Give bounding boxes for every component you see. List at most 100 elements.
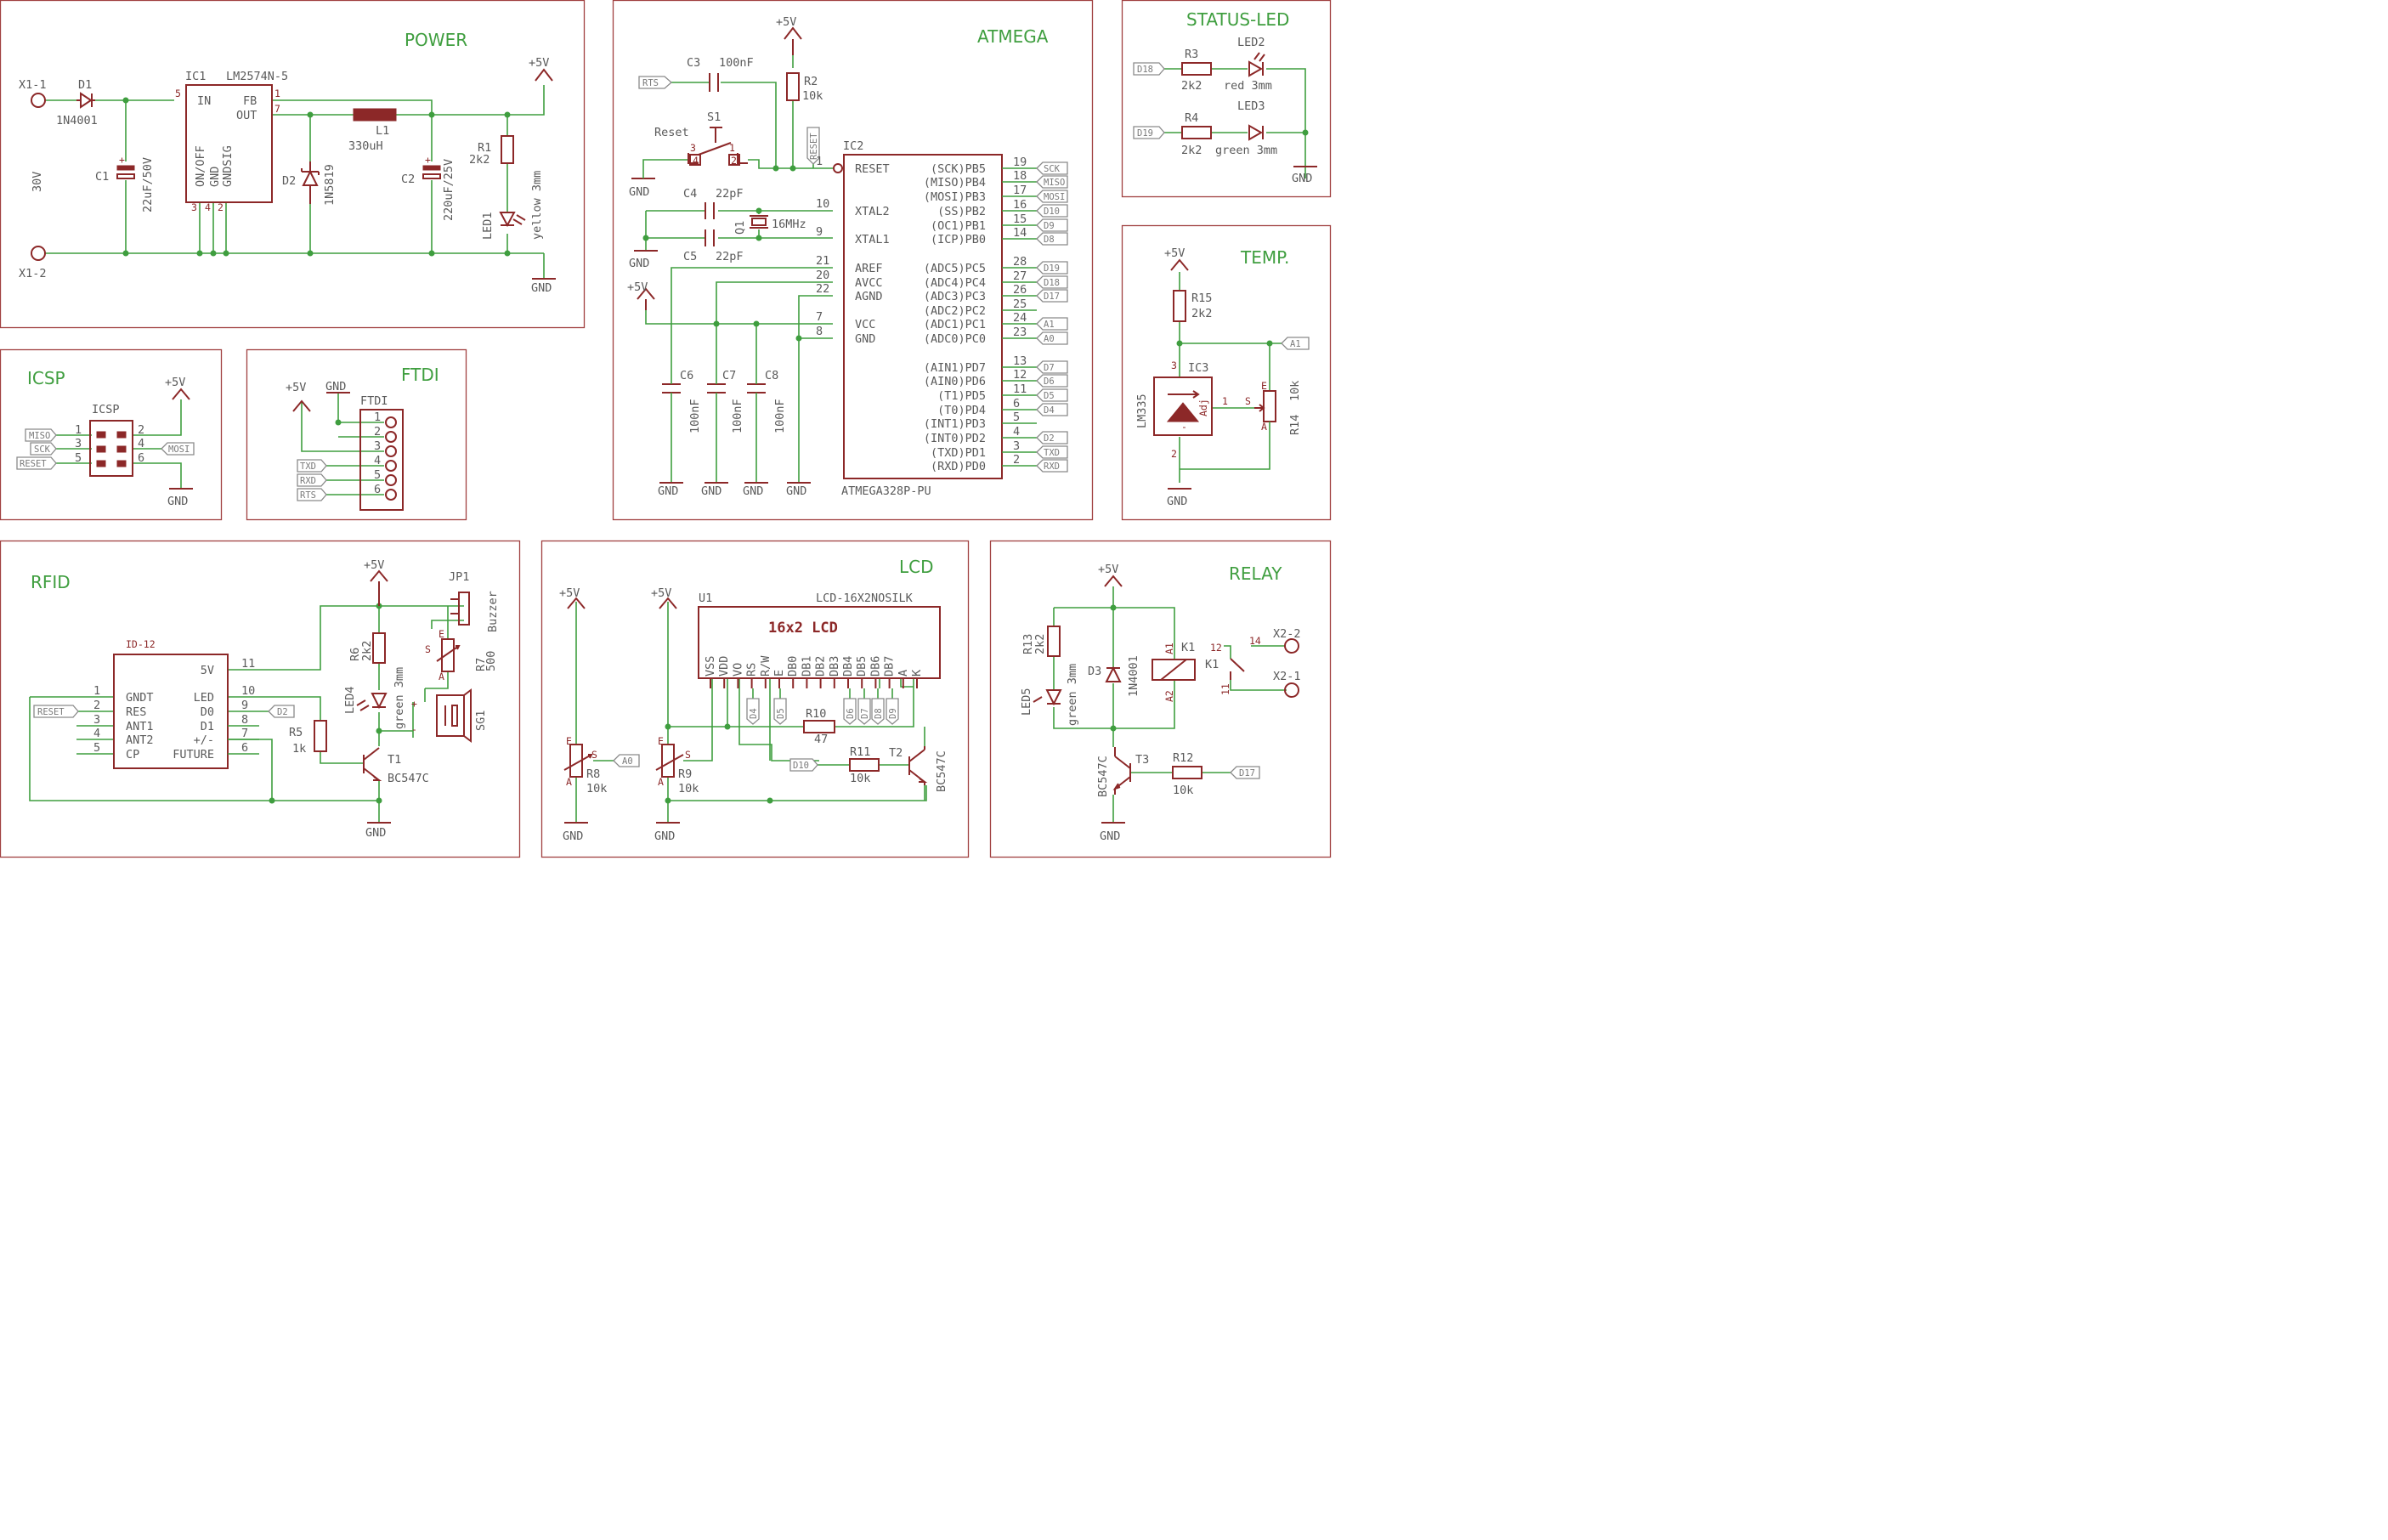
c7-val: 100nF bbox=[731, 399, 744, 433]
lcd-net-label bbox=[843, 698, 857, 725]
lcd-pin-name: VDD bbox=[717, 656, 731, 677]
c4-ref: C4 bbox=[683, 187, 697, 201]
net-label bbox=[1036, 431, 1068, 444]
d3-ref: D3 bbox=[1088, 665, 1101, 678]
svg-text:GND: GND bbox=[658, 484, 678, 498]
c1-ref: C1 bbox=[95, 170, 109, 184]
rfid-gnd: GND bbox=[365, 826, 386, 840]
rfid-5v-label: +5V bbox=[364, 558, 384, 572]
ic2-pin-num: 26 bbox=[1013, 283, 1027, 297]
id12-pin-num: 8 bbox=[241, 713, 248, 727]
lcd-net-label-text: D8 bbox=[874, 708, 884, 719]
ic2-pin-num: 15 bbox=[1013, 212, 1027, 226]
net-label-text: D6 bbox=[1044, 377, 1055, 387]
svg-text:+: + bbox=[425, 154, 431, 166]
t2-ref: T2 bbox=[889, 746, 903, 760]
c6-ref: C6 bbox=[680, 369, 693, 382]
status-d18: D18 bbox=[1137, 65, 1153, 75]
ic2-pin-name: (AIN0)PD6 bbox=[924, 375, 986, 388]
frame-rfid bbox=[0, 540, 521, 858]
atmega-5v-label: +5V bbox=[776, 15, 796, 29]
led5-val: green 3mm bbox=[1066, 664, 1079, 726]
svg-text:GNDSIG: GNDSIG bbox=[221, 145, 235, 187]
svg-text:6: 6 bbox=[138, 451, 144, 465]
net-label-text: D8 bbox=[1044, 235, 1055, 245]
title-atmega: ATMEGA bbox=[977, 26, 1049, 47]
ic2-pin-name: GND bbox=[855, 332, 875, 346]
svg-text:E: E bbox=[439, 628, 444, 640]
svg-text:E: E bbox=[1261, 380, 1267, 392]
led1-val: yellow 3mm bbox=[530, 171, 544, 240]
ic2-pin-name: (MOSI)PB3 bbox=[924, 190, 986, 204]
svg-text:7: 7 bbox=[274, 103, 280, 115]
svg-text:2: 2 bbox=[731, 155, 737, 167]
ic2-pin-num: 18 bbox=[1013, 169, 1027, 183]
net-label-text: D18 bbox=[1044, 278, 1060, 288]
svg-text:S: S bbox=[1245, 395, 1251, 407]
ic2-pin-name: (ADC2)PC2 bbox=[924, 304, 986, 318]
r3-val: 2k2 bbox=[1181, 79, 1202, 93]
net-label-text: MOSI bbox=[1044, 192, 1065, 202]
lcd-pin-name: VO bbox=[731, 663, 744, 677]
power-gnd-label: GND bbox=[531, 281, 552, 295]
frame-relay bbox=[989, 540, 1332, 858]
svg-text:4: 4 bbox=[693, 155, 699, 167]
ic2-ref: IC2 bbox=[843, 139, 863, 153]
svg-text:E: E bbox=[658, 735, 664, 747]
c7-ref: C7 bbox=[722, 369, 736, 382]
svg-text:2: 2 bbox=[1171, 448, 1177, 460]
id12-pin-name: +/- bbox=[194, 733, 214, 747]
svg-text:1: 1 bbox=[1222, 395, 1228, 407]
r13-val: 2k2 bbox=[1033, 634, 1047, 654]
frame-status-led bbox=[1121, 0, 1332, 198]
id12-pin-name: 5V bbox=[201, 664, 214, 677]
temp-section: +5V R15 2k2 - IC3 LM335 Adj 3 1 2 S A E … bbox=[1135, 246, 1310, 508]
lcd-gnd-2: GND bbox=[654, 829, 675, 843]
ic2-pin-num: 9 bbox=[816, 225, 823, 239]
ic2-pin-name: (T0)PD4 bbox=[937, 404, 986, 417]
lcd-pin-name: A bbox=[897, 670, 910, 677]
led4-val: green 3mm bbox=[393, 667, 406, 729]
ic2-pin-num: 2 bbox=[1013, 453, 1020, 467]
net-label-text: D5 bbox=[1044, 391, 1055, 401]
r13-ref: R13 bbox=[1021, 634, 1035, 654]
led1-ref: LED1 bbox=[481, 212, 495, 240]
svg-text:-: - bbox=[1181, 421, 1187, 433]
net-label-text: MISO bbox=[1044, 178, 1065, 188]
d2-val: 1N5819 bbox=[323, 164, 337, 206]
ic2-pin-num: 3 bbox=[1013, 439, 1020, 453]
ic2-pin-num: 24 bbox=[1013, 311, 1027, 325]
svg-text:4: 4 bbox=[374, 454, 381, 467]
lcd-pin-name: DB2 bbox=[814, 656, 828, 677]
lcd-panel-label: 16x2 LCD bbox=[768, 620, 838, 637]
svg-text:OUT: OUT bbox=[236, 109, 257, 122]
led2-val: red 3mm bbox=[1224, 79, 1272, 93]
lcd-pin-name: DB0 bbox=[786, 656, 800, 677]
q1-ref: Q1 bbox=[733, 221, 747, 235]
power-section: X1-1 X1-2 30V D1 1N4001 + C1 22uF/50V IC… bbox=[19, 56, 556, 295]
r7-ref: R7 bbox=[474, 658, 488, 671]
temp-a1-label: A1 bbox=[1290, 339, 1301, 349]
svg-text:IN: IN bbox=[197, 94, 211, 108]
svg-text:FB: FB bbox=[243, 94, 257, 108]
svg-text:3: 3 bbox=[690, 142, 696, 154]
t3-val: BC547C bbox=[1096, 756, 1110, 797]
ic2-pin-name: (T1)PD5 bbox=[937, 389, 986, 403]
svg-text:+: + bbox=[119, 154, 125, 166]
v30-label: 30V bbox=[31, 172, 44, 192]
lcd-net-label bbox=[773, 698, 787, 725]
ic2-pin-name: (INT0)PD2 bbox=[924, 432, 986, 445]
svg-text:A2: A2 bbox=[1163, 690, 1175, 702]
net-label bbox=[1036, 459, 1068, 473]
s1-val: Reset bbox=[654, 126, 689, 139]
u1-val: LCD-16X2NOSILK bbox=[816, 592, 914, 605]
ic2-pin-name: (ADC3)PC3 bbox=[924, 290, 986, 303]
lcd-net-label-text: D9 bbox=[888, 708, 898, 719]
ftdi-section: +5V GND FTDI 1 2 3 4 5 6 TXD RXD RTS bbox=[286, 380, 404, 511]
lcd-5v-label-1: +5V bbox=[559, 586, 580, 600]
r6-val: 2k2 bbox=[360, 641, 374, 661]
q1-val: 16MHz bbox=[772, 218, 806, 231]
